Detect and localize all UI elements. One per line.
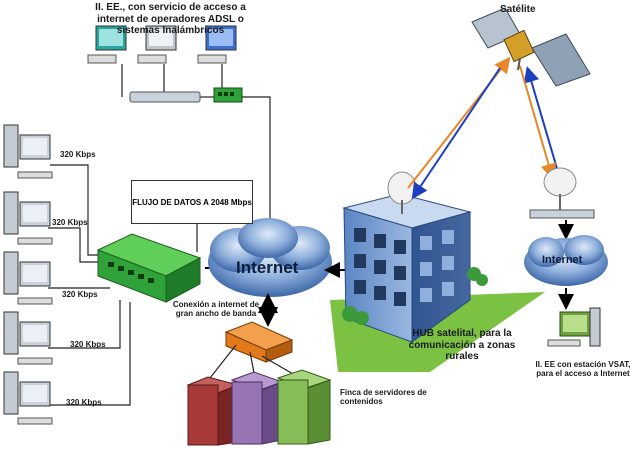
server-purple <box>230 371 284 445</box>
left-pc-4 <box>3 311 53 365</box>
vsat-dish-icon <box>529 167 595 219</box>
hub-building <box>342 193 488 343</box>
top-hub-bar <box>129 91 201 103</box>
hub-label: HUB satelital, para la comunicación a zo… <box>408 328 516 362</box>
top-title: II. EE., con servicio de acceso a intern… <box>95 2 246 36</box>
vsat-pc <box>547 307 601 347</box>
green-switch <box>96 233 202 303</box>
satellite-label: Satélite <box>500 4 536 15</box>
flow-box: FLUJO DE DATOS A 2048 Mbps <box>131 180 253 224</box>
broadband-label: Conexión a internet de gran ancho de ban… <box>172 300 260 319</box>
left-pc-2 <box>3 191 53 245</box>
kbps-label-5: 320 Kbps <box>66 398 102 407</box>
top-pc-3 <box>197 25 237 64</box>
orange-switch <box>224 321 294 363</box>
kbps-label-4: 320 Kbps <box>70 340 106 349</box>
internet-cloud-right <box>524 235 608 286</box>
kbps-label-1: 320 Kbps <box>60 150 96 159</box>
left-pc-5 <box>3 371 53 425</box>
vsat-label: II. EE con estación VSAT, para el acceso… <box>535 360 631 379</box>
top-small-switch <box>213 87 243 103</box>
flow-box-label: FLUJO DE DATOS A 2048 Mbps <box>132 197 252 207</box>
server-red <box>186 376 240 446</box>
top-pc-1 <box>87 25 127 64</box>
satellite-links <box>407 56 559 200</box>
kbps-label-2: 320 Kbps <box>52 218 88 227</box>
top-pc-2 <box>137 25 177 64</box>
left-pc-1 <box>3 124 53 179</box>
left-pc-3 <box>3 251 53 305</box>
internet-cloud-main <box>208 218 332 297</box>
servers-label: Finca de servidores de contenidos <box>340 388 427 407</box>
internet-main-label: Internet <box>236 258 299 277</box>
server-green <box>276 369 332 445</box>
internet-right-label: Internet <box>542 254 583 266</box>
satellite-icon <box>471 7 591 87</box>
kbps-label-3: 320 Kbps <box>62 290 98 299</box>
